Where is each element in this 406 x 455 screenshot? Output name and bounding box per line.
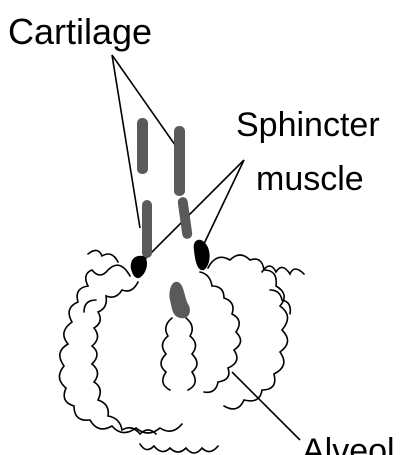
alveoli-top-right-lobes (262, 266, 304, 314)
alveoli-label-partial: Alveol (302, 432, 395, 455)
sphincter-leader-right (202, 160, 244, 248)
cartilage-plate-right-upper (174, 126, 185, 196)
alveoli-bottom-lobes (140, 444, 218, 453)
cartilage-plate-right-lower (177, 197, 193, 240)
sphincter-label-line1: Sphincter (236, 106, 380, 144)
cartilage-plate-left-lower (142, 200, 152, 258)
septum-tip (169, 282, 189, 319)
cartilage-label: Cartilage (8, 11, 152, 52)
sphincter-blob-right (194, 240, 210, 271)
alveoli-outer-right (208, 255, 288, 409)
alveolar-sacs (59, 250, 304, 453)
sphincter-blob-left (131, 256, 147, 278)
cartilage-leader-left (112, 55, 140, 228)
sphincter-label-line2: muscle (256, 160, 364, 198)
sphincter-leader-left (142, 160, 244, 262)
alveoli-inner-left (92, 282, 156, 434)
alveoli-leader (232, 372, 300, 440)
cartilage-plate-left-upper (137, 118, 148, 174)
cartilage-plates (137, 118, 193, 258)
alveoli-septum (161, 318, 197, 390)
alveoli-top-left-lobes (84, 250, 118, 312)
